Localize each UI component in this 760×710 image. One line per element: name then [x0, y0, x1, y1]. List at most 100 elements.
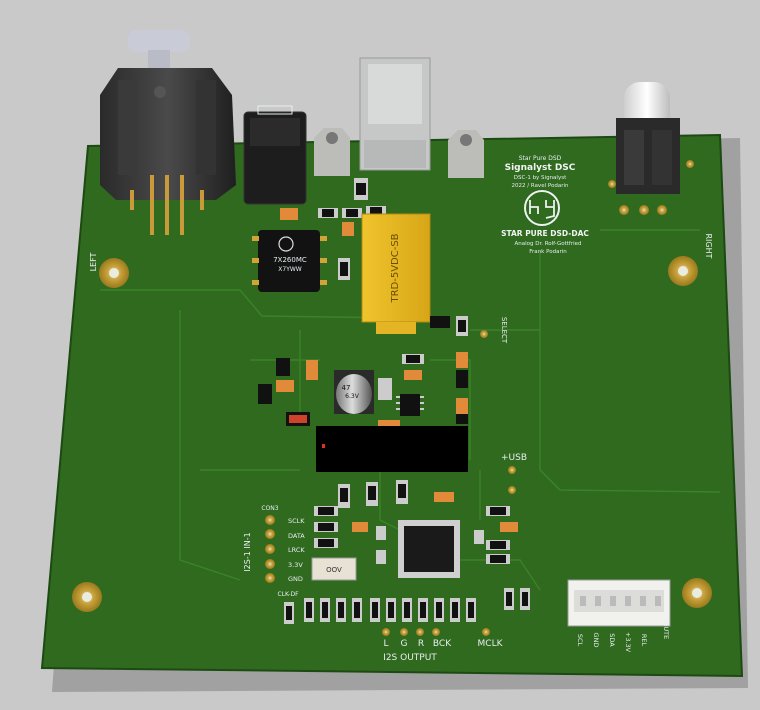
smd-capacitor — [280, 208, 298, 220]
pcb-board — [40, 133, 744, 678]
brand-logo-icon — [524, 190, 560, 226]
mounting-hole — [99, 258, 129, 288]
smd-inductor — [258, 384, 272, 404]
connector-pin: SCL — [576, 634, 584, 647]
relay: TRD-5VDC-SB — [361, 213, 431, 334]
left-label: LEFT — [89, 252, 98, 271]
smd-diode — [286, 412, 310, 426]
connector-pin: GND — [592, 633, 600, 648]
smd-capacitor — [378, 378, 392, 400]
pcb-traces — [100, 229, 721, 591]
optical-connector — [243, 105, 307, 205]
smd-diode — [456, 398, 468, 424]
brand-text: STAR PURE DSD-DAC — [501, 229, 589, 238]
smd-resistor — [338, 258, 350, 280]
i2s-in-pin: LRCK — [288, 546, 305, 554]
rca-connector — [608, 82, 694, 215]
smd-capacitor — [404, 370, 422, 380]
smd-diode — [430, 316, 450, 328]
qfn-ic — [398, 520, 460, 578]
standoff — [448, 130, 484, 178]
xlr-connector — [100, 30, 236, 235]
connector-pin: REL — [640, 634, 648, 647]
i2s-in-pin-labels: SCLK DATA LRCK 3.3V GND — [288, 517, 305, 583]
i2s-output-label: I2S OUTPUT — [383, 653, 437, 663]
crystal-oscillator: OOV — [311, 557, 357, 581]
cap-value-2: 6.3V — [345, 393, 360, 400]
i2s-out-pin: R — [418, 639, 424, 649]
smd-diode — [456, 352, 468, 388]
i2s-out-pin-labels: L G R BCK — [383, 639, 452, 649]
smd-resistor — [354, 178, 368, 200]
smd-resistor — [486, 540, 510, 550]
crystal-label: OOV — [326, 566, 342, 574]
connector-pin-labels: SCL GND SDA +3.3V REL MUTE — [576, 621, 670, 653]
smd-resistor — [486, 554, 510, 564]
smd-capacitor — [434, 492, 454, 502]
title-line4: 2022 / Ravel Podarin — [512, 183, 569, 189]
transformer: 7X260MC X7YWW — [252, 230, 327, 292]
connector-pin: MUTE — [662, 621, 670, 639]
connector-pin: +3.3V — [624, 632, 632, 653]
electrolytic-capacitor: 47 6.3V — [334, 370, 374, 414]
dac-module-pin1 — [322, 444, 325, 448]
usb-label: +USB — [501, 453, 527, 463]
smd-capacitor — [378, 420, 400, 430]
con3-label: CON3 — [261, 505, 278, 512]
i2s-in-pin: SCLK — [288, 517, 305, 525]
smd-resistor — [338, 484, 350, 508]
smd-resistor — [342, 208, 362, 218]
smd-capacitor — [342, 222, 354, 236]
title-line1: Star Pure DSD — [519, 155, 562, 162]
i2s-out-pin: G — [401, 639, 408, 649]
select-label: SELECT — [500, 317, 508, 344]
dac-module — [316, 426, 468, 472]
smd-resistor — [396, 480, 408, 504]
credit-line2: Frank Podarin — [529, 249, 567, 255]
connector-pin: SDA — [608, 633, 616, 647]
bottom-resistor-row — [284, 588, 530, 624]
title-line3: DSC-1 by Signalyst — [514, 175, 567, 181]
mounting-hole — [682, 578, 712, 608]
right-label: RIGHT — [704, 233, 713, 258]
i2s-out-pin: BCK — [433, 639, 452, 649]
mounting-hole — [668, 256, 698, 286]
i2s-in-pin: GND — [288, 575, 303, 583]
smd-resistor — [318, 208, 338, 218]
smd-resistor — [366, 482, 378, 506]
standoff — [314, 128, 350, 176]
title-block: Star Pure DSD Signalyst DSC DSC-1 by Sig… — [501, 155, 589, 255]
smd-resistor — [314, 522, 338, 532]
credit-line1: Analog Dr. Rolf-Gottfried — [514, 241, 581, 247]
usb-connector — [359, 57, 431, 171]
smd-capacitor — [500, 522, 518, 532]
soic-ic — [396, 394, 424, 416]
smd-capacitor — [306, 360, 318, 380]
smd-capacitor — [276, 380, 294, 392]
jumper-pad — [480, 330, 516, 494]
smd-resistor — [314, 506, 338, 516]
i2s-in-pin: DATA — [288, 532, 305, 540]
jst-connector — [567, 579, 671, 627]
smd-capacitor — [376, 526, 386, 540]
i2s-in-pin: 3.3V — [288, 561, 303, 569]
smd-resistor — [486, 506, 510, 516]
relay-part-label: TRD-5VDC-SB — [390, 233, 401, 303]
smd-capacitor — [352, 522, 368, 532]
i2s-input-label: I2S-1 IN-1 — [243, 532, 252, 571]
clk-df-label: CLK-DF — [277, 591, 299, 598]
mounting-hole — [72, 582, 102, 612]
xfmr-part1: 7X260MC — [273, 256, 307, 264]
smd-resistor — [402, 354, 424, 364]
smd-resistor — [314, 538, 338, 548]
smd-resistor — [456, 316, 468, 336]
smd-capacitor — [474, 530, 484, 544]
i2s-out-pin: L — [383, 639, 388, 649]
i2s-out-pads — [382, 628, 490, 636]
mclk-label: MCLK — [478, 639, 504, 649]
smd-resistor — [366, 206, 386, 216]
smd-transistor — [276, 358, 290, 376]
cap-value-1: 47 — [342, 384, 351, 392]
smd-capacitor — [376, 550, 386, 564]
title-name: Signalyst DSC — [505, 163, 576, 173]
